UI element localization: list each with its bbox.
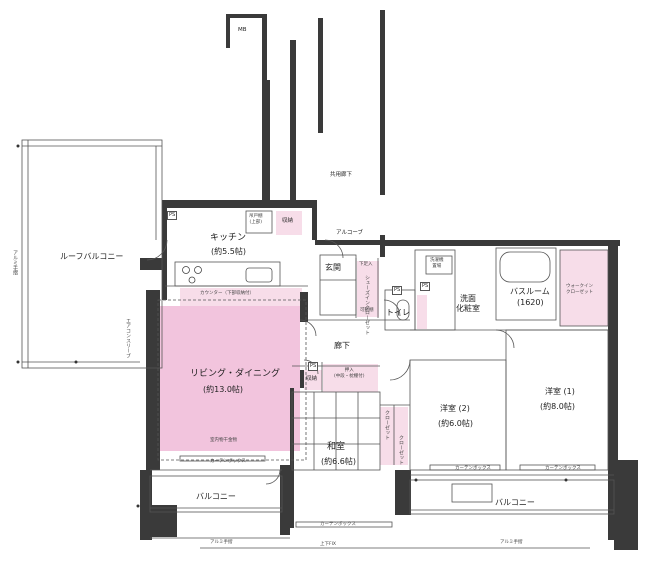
ps-tag-japanese: PS — [308, 362, 319, 371]
floor-heating-label: 室内物干金物 — [210, 438, 237, 443]
washroom-shelf-fill — [417, 295, 427, 329]
walkin-fill — [560, 250, 608, 326]
balcony-right-label: バルコニー — [495, 498, 535, 507]
toilet-label: トイレ — [386, 308, 410, 317]
living-dining-fill — [160, 306, 300, 451]
ps-tag-entrance: PS — [392, 286, 403, 295]
stove-icon — [182, 266, 202, 284]
closet-label-2: クローゼット — [398, 435, 404, 465]
living-dining-size: (約13.0帖) — [203, 385, 244, 394]
mb-label: MB — [238, 27, 247, 33]
curtain-box-label-1: カーテンボックス — [210, 459, 246, 464]
bathroom-name: バスルーム — [510, 287, 550, 296]
washing-machine-label: 洗濯機 置場 — [430, 258, 444, 269]
japanese-room-name: 和室 — [327, 442, 346, 452]
alum-handrail-left: アルミ手摺 — [210, 540, 233, 545]
ps-tag-kitchen: PS — [167, 211, 178, 220]
common-corridor-label: 共用廊下 — [330, 172, 353, 178]
living-counter-fill — [180, 288, 302, 306]
japanese-room-size: (約6.6帖) — [321, 457, 356, 466]
movable-shelf-label: 可動棚 — [360, 308, 374, 313]
shoes-closet-fill — [357, 261, 379, 317]
oshiire-fill — [323, 364, 378, 392]
window-markers — [16, 144, 568, 508]
balcony-left-label: バルコニー — [196, 492, 236, 501]
alcove-label: アルコーブ — [336, 230, 364, 236]
walkin-closet-label: ウォークイン クローゼット — [566, 284, 593, 295]
oshiire-label: 押入 (中段・枕棚付) — [334, 368, 365, 379]
curtain-box-label-2: カーテンボックス — [455, 466, 491, 471]
shoes-box-label: 下足入 — [359, 262, 373, 267]
range-hood-label: 吊戸棚 (上部) — [249, 214, 263, 225]
ac-sleeve-label: エアコンスリーブ — [125, 318, 131, 358]
kitchen-storage-label: 収納 — [282, 218, 294, 224]
curtain-box-label-4: カーテンボックス — [320, 522, 356, 527]
entrance-label: 玄関 — [325, 263, 341, 272]
window-fix-label: 上下FIX — [320, 542, 336, 547]
ps-tag-wash: PS — [420, 282, 431, 291]
alum-handrail-right: アルミ手摺 — [500, 540, 523, 545]
western1-name: 洋室 (1) — [545, 387, 575, 396]
living-dining-name: リビング・ダイニング — [190, 369, 281, 379]
roof-balcony-label: ルーフバルコニー — [60, 252, 124, 261]
western2-name: 洋室 (2) — [440, 404, 470, 413]
roof-handrail-label: アルミ手摺 — [12, 250, 18, 275]
western1-size: (約8.0帖) — [540, 402, 575, 411]
kitchen-storage-fill — [276, 211, 302, 235]
bathroom-size: (1620) — [517, 298, 544, 307]
counter-label: カウンター（下部収納付） — [200, 291, 254, 296]
western2-size: (約6.0帖) — [438, 419, 473, 428]
kitchen-size: (約5.5帖) — [211, 247, 246, 256]
washroom-label: 洗面 化粧室 — [456, 294, 480, 313]
storage2-label: 収納 — [306, 376, 318, 382]
closet-label-1: クローゼット — [384, 410, 390, 440]
thin-lines — [21, 139, 615, 549]
shoes-in-closet-label: シューズインクローゼット — [364, 275, 370, 335]
kitchen-name: キッチン — [210, 233, 247, 243]
storage2-fill — [304, 370, 322, 390]
curtain-box-label-3: カーテンボックス — [545, 466, 581, 471]
hallway-label: 廊下 — [334, 341, 350, 350]
